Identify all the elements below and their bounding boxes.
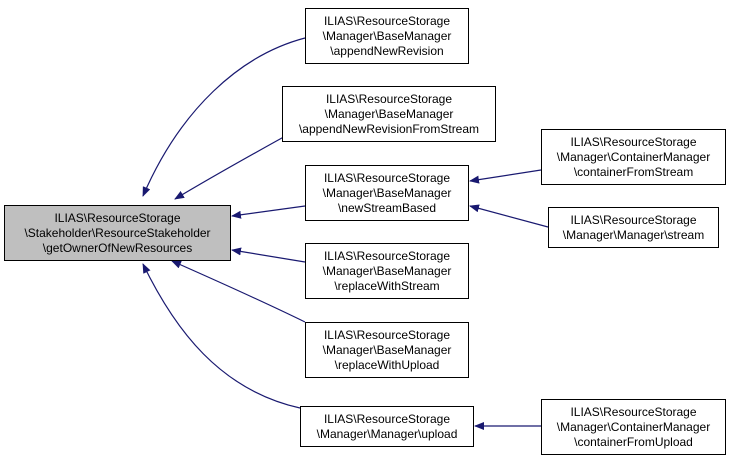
node-line: \Manager\BaseManager xyxy=(322,263,452,278)
node-line: \Manager\BaseManager xyxy=(322,28,452,43)
node-line: \getOwnerOfNewResources xyxy=(42,240,193,255)
node-line: \replaceWithStream xyxy=(334,278,440,293)
node-line: ILIAS\ResourceStorage xyxy=(570,212,697,227)
node-line: ILIAS\ResourceStorage xyxy=(323,248,451,263)
node-line: ILIAS\ResourceStorage xyxy=(323,13,451,28)
node-line: \Stakeholder\ResourceStakeholder xyxy=(24,225,211,240)
edge-manager-stream-to-new-stream-based xyxy=(469,204,549,228)
node-line: \Manager\Manager\stream xyxy=(562,227,705,242)
edge-manager-upload-to-root xyxy=(142,263,301,409)
node-new-stream-based[interactable]: ILIAS\ResourceStorage \Manager\BaseManag… xyxy=(305,165,469,221)
node-line: \appendNewRevisionFromStream xyxy=(298,121,480,136)
node-replace-with-stream[interactable]: ILIAS\ResourceStorage \Manager\BaseManag… xyxy=(305,243,469,299)
node-line: ILIAS\ResourceStorage xyxy=(323,170,451,185)
edge-new-stream-based-to-root xyxy=(231,205,306,219)
node-line: \containerFromUpload xyxy=(574,434,693,449)
node-container-from-stream[interactable]: ILIAS\ResourceStorage \Manager\Container… xyxy=(541,129,726,185)
node-line: ILIAS\ResourceStorage xyxy=(325,91,453,106)
edge-append-new-revision-to-root xyxy=(142,37,306,197)
edge-container-from-stream-to-new-stream-based xyxy=(469,169,542,184)
node-line: ILIAS\ResourceStorage xyxy=(54,210,181,225)
node-line: ILIAS\ResourceStorage xyxy=(570,134,697,149)
node-line: \newStreamBased xyxy=(337,200,437,215)
node-line: \Manager\ContainerManager xyxy=(556,149,711,164)
node-line: \Manager\BaseManager xyxy=(322,342,452,357)
node-line: \appendNewRevision xyxy=(330,43,444,58)
node-line: \Manager\ContainerManager xyxy=(556,419,711,434)
node-line: ILIAS\ResourceStorage xyxy=(323,327,451,342)
node-line: \Manager\BaseManager xyxy=(324,106,454,121)
node-container-from-upload[interactable]: ILIAS\ResourceStorage \Manager\Container… xyxy=(541,399,726,455)
node-line: \containerFromStream xyxy=(573,164,694,179)
node-replace-with-upload[interactable]: ILIAS\ResourceStorage \Manager\BaseManag… xyxy=(305,322,469,378)
node-manager-stream[interactable]: ILIAS\ResourceStorage \Manager\Manager\s… xyxy=(548,207,719,248)
node-line: \Manager\Manager\upload xyxy=(316,426,458,441)
edge-replace-with-stream-to-root xyxy=(231,247,306,263)
node-append-new-revision[interactable]: ILIAS\ResourceStorage \Manager\BaseManag… xyxy=(305,8,469,64)
node-line: ILIAS\ResourceStorage xyxy=(570,404,697,419)
node-line: \replaceWithUpload xyxy=(334,357,440,372)
edge-replace-with-upload-to-root xyxy=(171,260,306,323)
node-line: ILIAS\ResourceStorage xyxy=(323,411,451,426)
node-append-new-revision-from-stream[interactable]: ILIAS\ResourceStorage \Manager\BaseManag… xyxy=(282,86,496,142)
node-manager-upload[interactable]: ILIAS\ResourceStorage \Manager\Manager\u… xyxy=(300,406,474,447)
node-get-owner-of-new-resources: ILIAS\ResourceStorage \Stakeholder\Resou… xyxy=(4,205,231,261)
node-line: \Manager\BaseManager xyxy=(322,185,452,200)
